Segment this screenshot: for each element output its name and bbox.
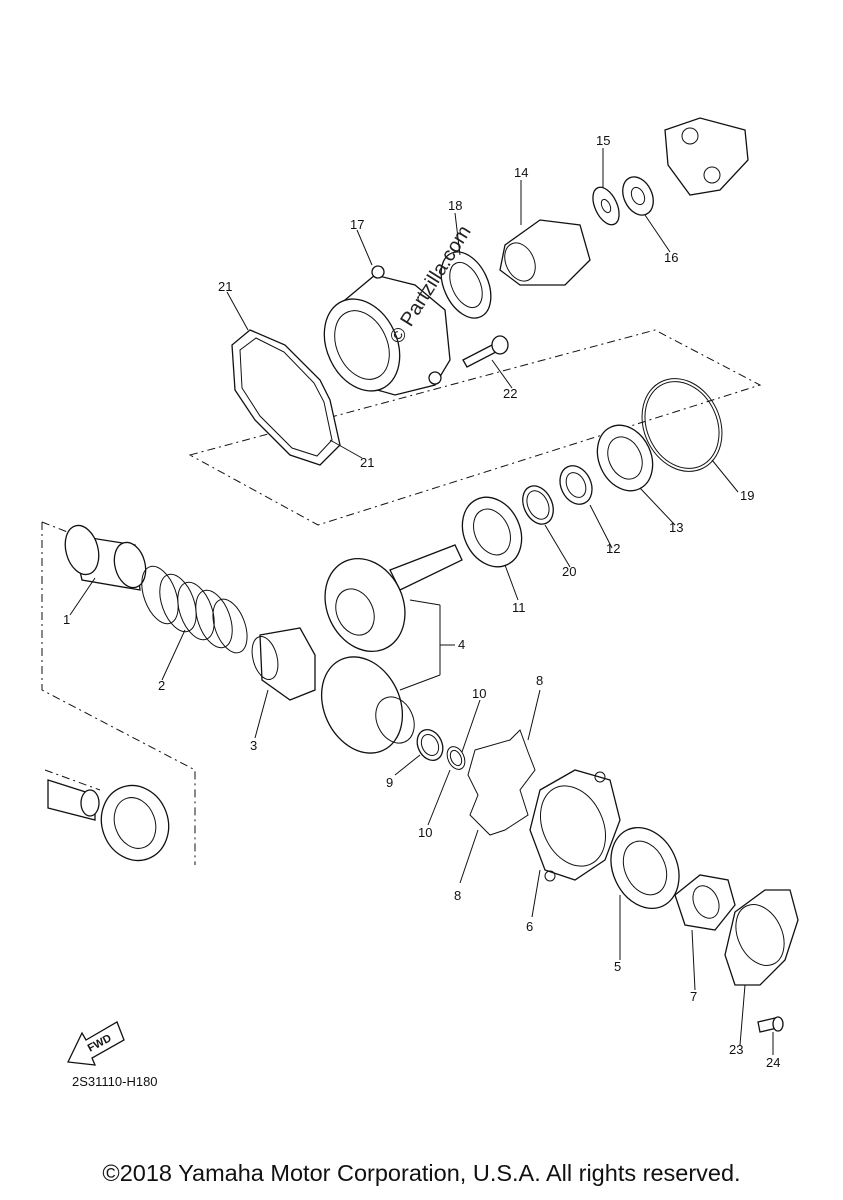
part-15-washer: [592, 186, 620, 226]
part-22-bolt: [462, 335, 509, 368]
part-5-bearing: [610, 826, 680, 910]
part-12-collar: [559, 465, 593, 505]
leader-lines: [69, 148, 774, 1055]
callout-15: 15: [596, 133, 610, 148]
callout-labels: 1 2 3 4 5 6 7 8 8 9 10 10 11 12 13 14 15…: [63, 133, 780, 1070]
lower-assembly-outline: [41, 521, 196, 865]
part-10-circlip: [446, 746, 466, 770]
part-18-oil-seal: [440, 251, 492, 319]
callout-16: 16: [664, 250, 678, 265]
part-16-nut: [622, 176, 654, 216]
callout-21a: 21: [218, 279, 232, 294]
callout-10a: 10: [472, 686, 486, 701]
part-6-cover: [529, 769, 621, 882]
callout-4: 4: [458, 637, 465, 652]
part-14-yoke: [499, 219, 591, 286]
callout-9: 9: [386, 775, 393, 790]
callout-17: 17: [350, 217, 364, 232]
part-4-gear-set: [320, 544, 463, 754]
callout-8a: 8: [536, 673, 543, 688]
fwd-arrow-icon: FWD: [67, 1021, 125, 1066]
copyright-notice: ©2018 Yamaha Motor Corporation, U.S.A. A…: [102, 1160, 741, 1186]
reference-shaft: [47, 779, 170, 862]
callout-11: 11: [512, 600, 526, 615]
part-8-retainer: [467, 729, 536, 836]
callout-12: 12: [606, 541, 620, 556]
part-2-spring: [141, 565, 248, 654]
part-11-bearing: [461, 496, 523, 568]
part-17-housing: [323, 265, 451, 396]
callout-24: 24: [766, 1055, 780, 1070]
callout-19: 19: [740, 488, 754, 503]
callout-8b: 8: [454, 888, 461, 903]
upper-assembly-outline: [188, 329, 762, 526]
callout-1: 1: [63, 612, 70, 627]
part-1-sleeve: [64, 524, 147, 591]
callout-22: 22: [503, 386, 517, 401]
callout-20: 20: [562, 564, 576, 579]
diagram-code: 2S31110-H180: [72, 1074, 158, 1089]
part-21-gasket: [231, 329, 341, 466]
callout-10b: 10: [418, 825, 432, 840]
callout-18: 18: [448, 198, 462, 213]
part-23-gasket: [724, 889, 799, 986]
callout-13: 13: [669, 520, 683, 535]
universal-joint-reference: [664, 117, 749, 196]
part-7-nut: [674, 874, 736, 931]
callout-21b: 21: [360, 455, 374, 470]
callout-2: 2: [158, 678, 165, 693]
callout-23: 23: [729, 1042, 743, 1057]
callout-5: 5: [614, 959, 621, 974]
callout-6: 6: [526, 919, 533, 934]
part-20-shim: [522, 485, 554, 525]
callout-7: 7: [690, 989, 697, 1004]
callout-3: 3: [250, 738, 257, 753]
part-13-bearing: [596, 424, 654, 492]
part-19-o-ring: [641, 378, 723, 472]
callout-14: 14: [514, 165, 528, 180]
part-24-bolt: [757, 1016, 784, 1033]
part-9-shim: [416, 728, 444, 762]
part-3-coupling: [251, 627, 316, 701]
